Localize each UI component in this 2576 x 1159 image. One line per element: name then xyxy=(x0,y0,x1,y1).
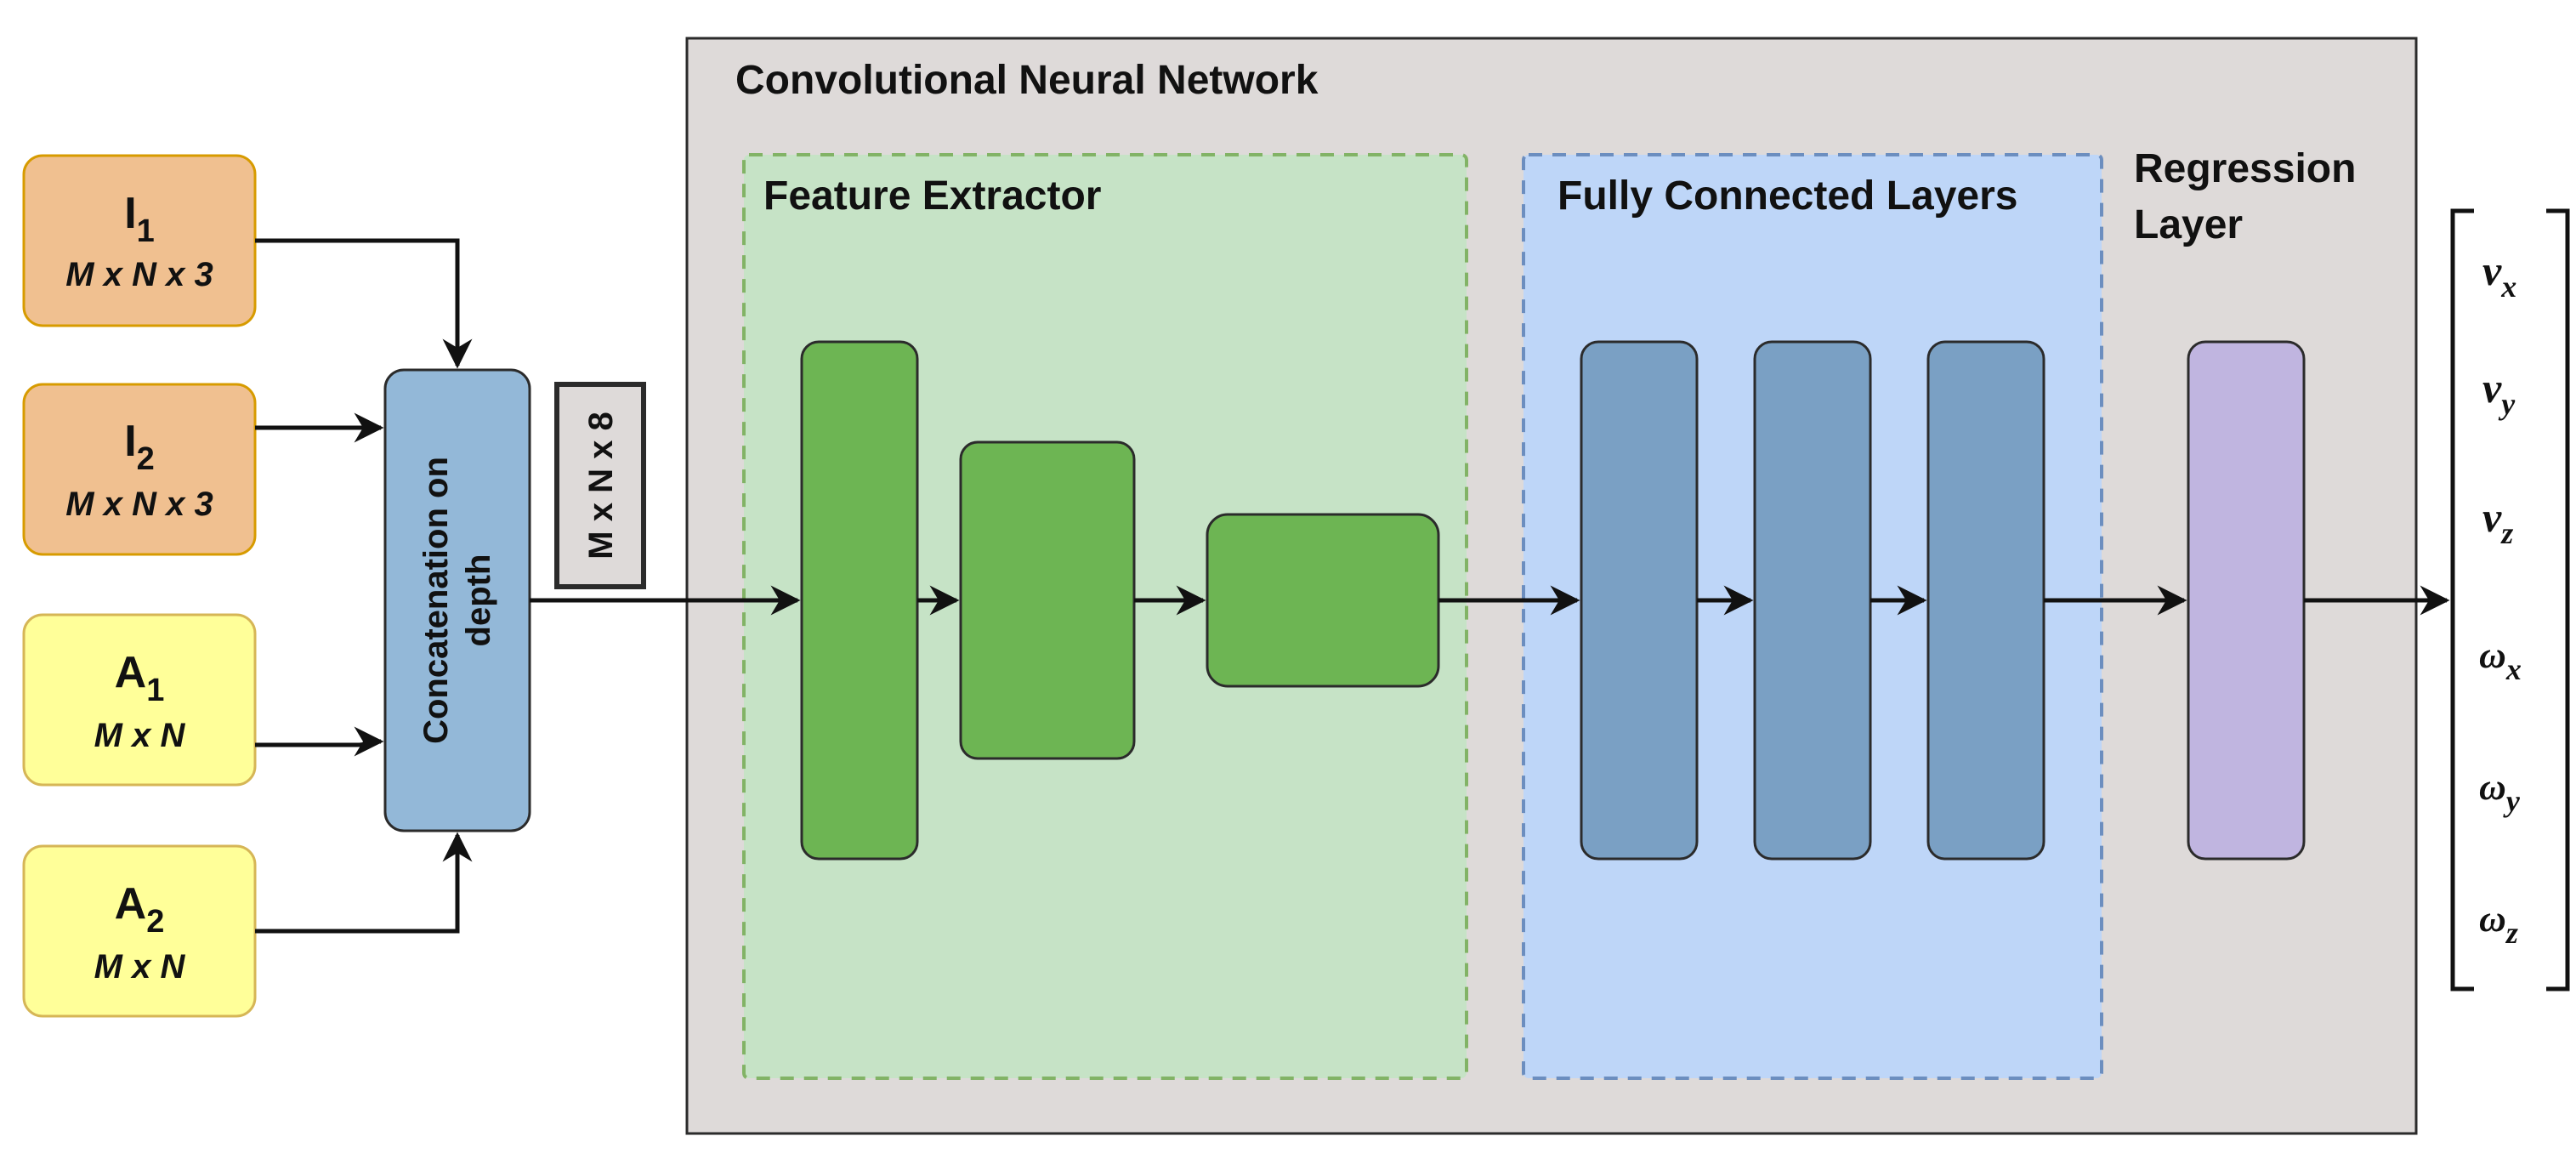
concat-label-line2: depth xyxy=(460,554,497,647)
input-i1-sub: 1 xyxy=(137,213,155,249)
arrow-a1-to-concat xyxy=(255,726,384,757)
output-wy: ωy xyxy=(2479,766,2521,818)
conv-layer-2 xyxy=(959,440,1136,760)
svg-text:A1: A1 xyxy=(115,648,165,708)
fc-layer-2 xyxy=(1753,340,1872,861)
input-i2-sub: 2 xyxy=(137,441,155,477)
input-a2-name: A xyxy=(115,879,147,929)
concat-block xyxy=(383,368,531,832)
output-wx: ωx xyxy=(2479,634,2522,686)
regression-title-line2: Layer xyxy=(2134,202,2243,247)
input-a1: A1 M x N xyxy=(22,613,257,787)
input-a2-sub: 2 xyxy=(146,904,164,940)
arrow-i1-to-concat xyxy=(255,238,473,369)
connectors xyxy=(255,238,2450,934)
input-a2-dims: M x N xyxy=(94,948,186,986)
input-i1-name: I xyxy=(124,189,136,238)
output-vz: vz xyxy=(2482,493,2513,550)
tensor-size-box xyxy=(554,382,646,589)
input-i1: I1 M x N x 3 xyxy=(22,154,257,327)
concat-label-line1: Concatenation on xyxy=(417,457,455,744)
conv-layer-3 xyxy=(1206,513,1440,688)
input-i2-name: I xyxy=(124,417,136,466)
input-i1-dims: M x N x 3 xyxy=(65,256,213,293)
conv-layer-1 xyxy=(800,340,919,861)
feature-extractor-title: Feature Extractor xyxy=(763,173,1101,219)
output-vx: vx xyxy=(2482,247,2516,304)
regression-layer xyxy=(2187,340,2306,861)
input-a1-name: A xyxy=(115,648,147,697)
output-vy: vy xyxy=(2482,364,2516,421)
fully-connected-title: Fully Connected Layers xyxy=(1558,173,2017,219)
output-bracket-left xyxy=(2450,208,2474,991)
svg-text:A2: A2 xyxy=(115,879,165,940)
arrow-a2-to-concat xyxy=(255,832,473,934)
input-a2: A2 M x N xyxy=(22,844,257,1018)
svg-text:I2: I2 xyxy=(124,417,155,477)
fc-layer-1 xyxy=(1580,340,1699,861)
output-bracket-right xyxy=(2546,208,2570,991)
output-wz: ωz xyxy=(2479,898,2518,950)
input-a1-dims: M x N xyxy=(94,717,186,754)
cnn-title: Convolutional Neural Network xyxy=(735,58,1319,103)
input-i2-dims: M x N x 3 xyxy=(65,486,213,523)
regression-title-line1: Regression xyxy=(2134,146,2356,191)
fc-layer-3 xyxy=(1926,340,2045,861)
svg-text:I1: I1 xyxy=(124,189,155,249)
input-a1-sub: 1 xyxy=(146,673,164,708)
tensor-size-label: M x N x 8 xyxy=(582,412,620,559)
input-i2: I2 M x N x 3 xyxy=(22,383,257,556)
